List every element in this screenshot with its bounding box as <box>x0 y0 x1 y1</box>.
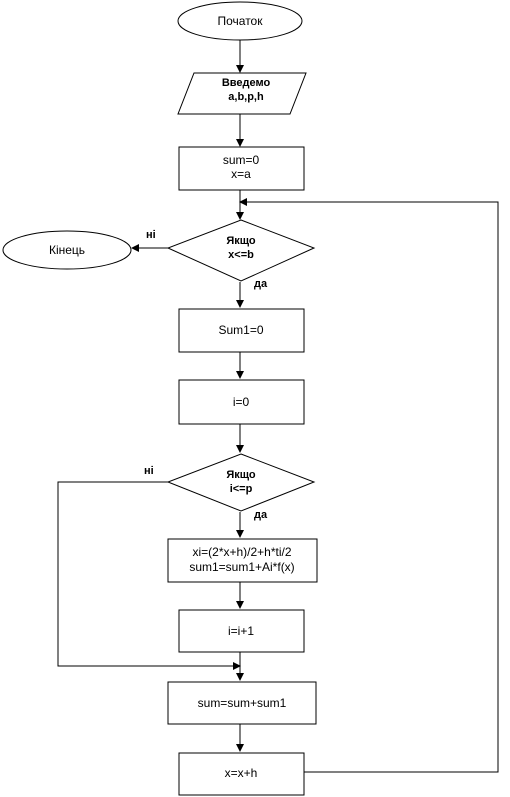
outer-condition: Якщо x<=b ні да <box>146 219 316 290</box>
arrow-cond-inner-no <box>57 481 241 670</box>
start-terminator: Початок <box>177 1 303 41</box>
inner-no-label: ні <box>144 465 154 477</box>
junction-dot <box>134 246 138 250</box>
init-label-line1: sum=0 <box>223 153 260 167</box>
input-label-line2: a,b,p,h <box>228 91 264 103</box>
connectors <box>57 40 499 773</box>
sum1-init-block: Sum1=0 <box>178 308 305 353</box>
outer-condition-line2: x<=b <box>228 249 254 261</box>
outer-no-label: ні <box>146 229 156 241</box>
calc-block: xi=(2*x+h)/2+h*ti/2 sum1=sum1+Ai*f(x) <box>167 538 318 583</box>
arrow-loop-back <box>239 198 499 773</box>
calc-label-line1: xi=(2*x+h)/2+h*ti/2 <box>192 545 291 559</box>
i-inc-label: i=i+1 <box>228 624 254 638</box>
input-block: Введемо a,b,p,h <box>177 72 307 115</box>
sum-update-block: sum=sum+sum1 <box>167 681 317 725</box>
i-init-label: i=0 <box>233 395 250 409</box>
inner-yes-label: да <box>254 509 268 521</box>
inner-condition-line2: i<=p <box>230 483 253 495</box>
outer-condition-line1: Якщо <box>226 235 256 247</box>
i-init-block: i=0 <box>178 379 305 425</box>
x-inc-label: x=x+h <box>225 766 258 780</box>
i-inc-block: i=i+1 <box>178 609 305 653</box>
start-label: Початок <box>218 14 264 28</box>
init-label-line2: x=a <box>231 167 251 181</box>
init-block: sum=0 x=a <box>178 146 305 191</box>
inner-condition: Якщо i<=p ні да <box>144 453 316 521</box>
end-terminator: Кінець <box>2 230 132 270</box>
calc-label-line2: sum1=sum1+Ai*f(x) <box>189 560 294 574</box>
input-label-line1: Введемо <box>222 77 271 89</box>
x-inc-block: x=x+h <box>178 752 305 796</box>
end-label: Кінець <box>49 243 85 257</box>
sum-update-label: sum=sum+sum1 <box>198 696 287 710</box>
inner-condition-line1: Якщо <box>226 469 256 481</box>
outer-yes-label: да <box>254 278 268 290</box>
sum1-init-label: Sum1=0 <box>218 323 263 337</box>
